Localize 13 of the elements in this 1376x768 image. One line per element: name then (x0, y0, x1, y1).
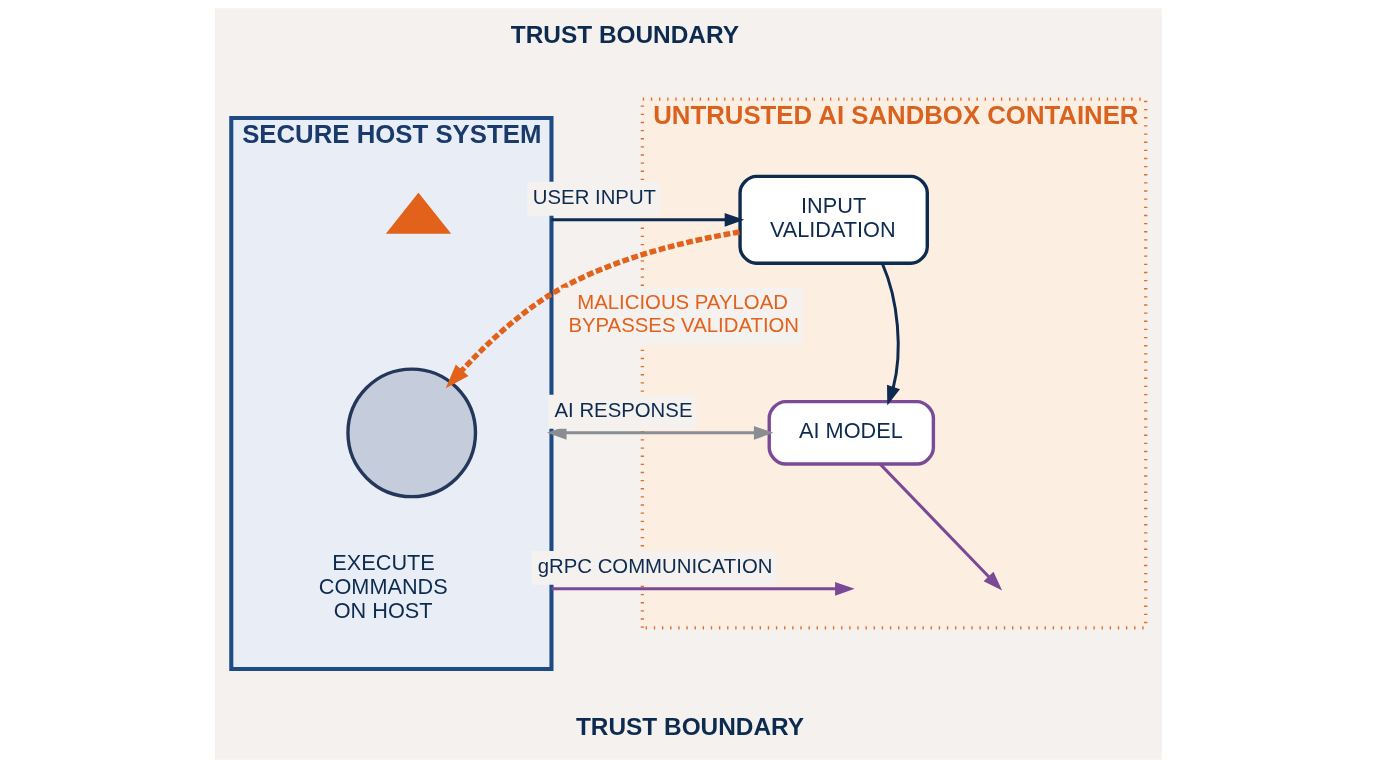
arrow (878, 463, 1002, 591)
arrow (546, 426, 773, 440)
arrow (550, 582, 855, 596)
node-box: AI MODEL (767, 399, 935, 466)
label: TRUST BOUNDARY (510, 20, 739, 48)
arrow (880, 263, 900, 406)
label: TRUST BOUNDARY (575, 712, 804, 740)
node-label: EXECUTE COMMANDS ON HOST (318, 549, 448, 624)
node-box: INPUT VALIDATION (737, 174, 929, 265)
arrow (445, 229, 740, 389)
arrow (550, 213, 744, 227)
node-triangle (385, 192, 451, 234)
node-circle (345, 367, 477, 499)
